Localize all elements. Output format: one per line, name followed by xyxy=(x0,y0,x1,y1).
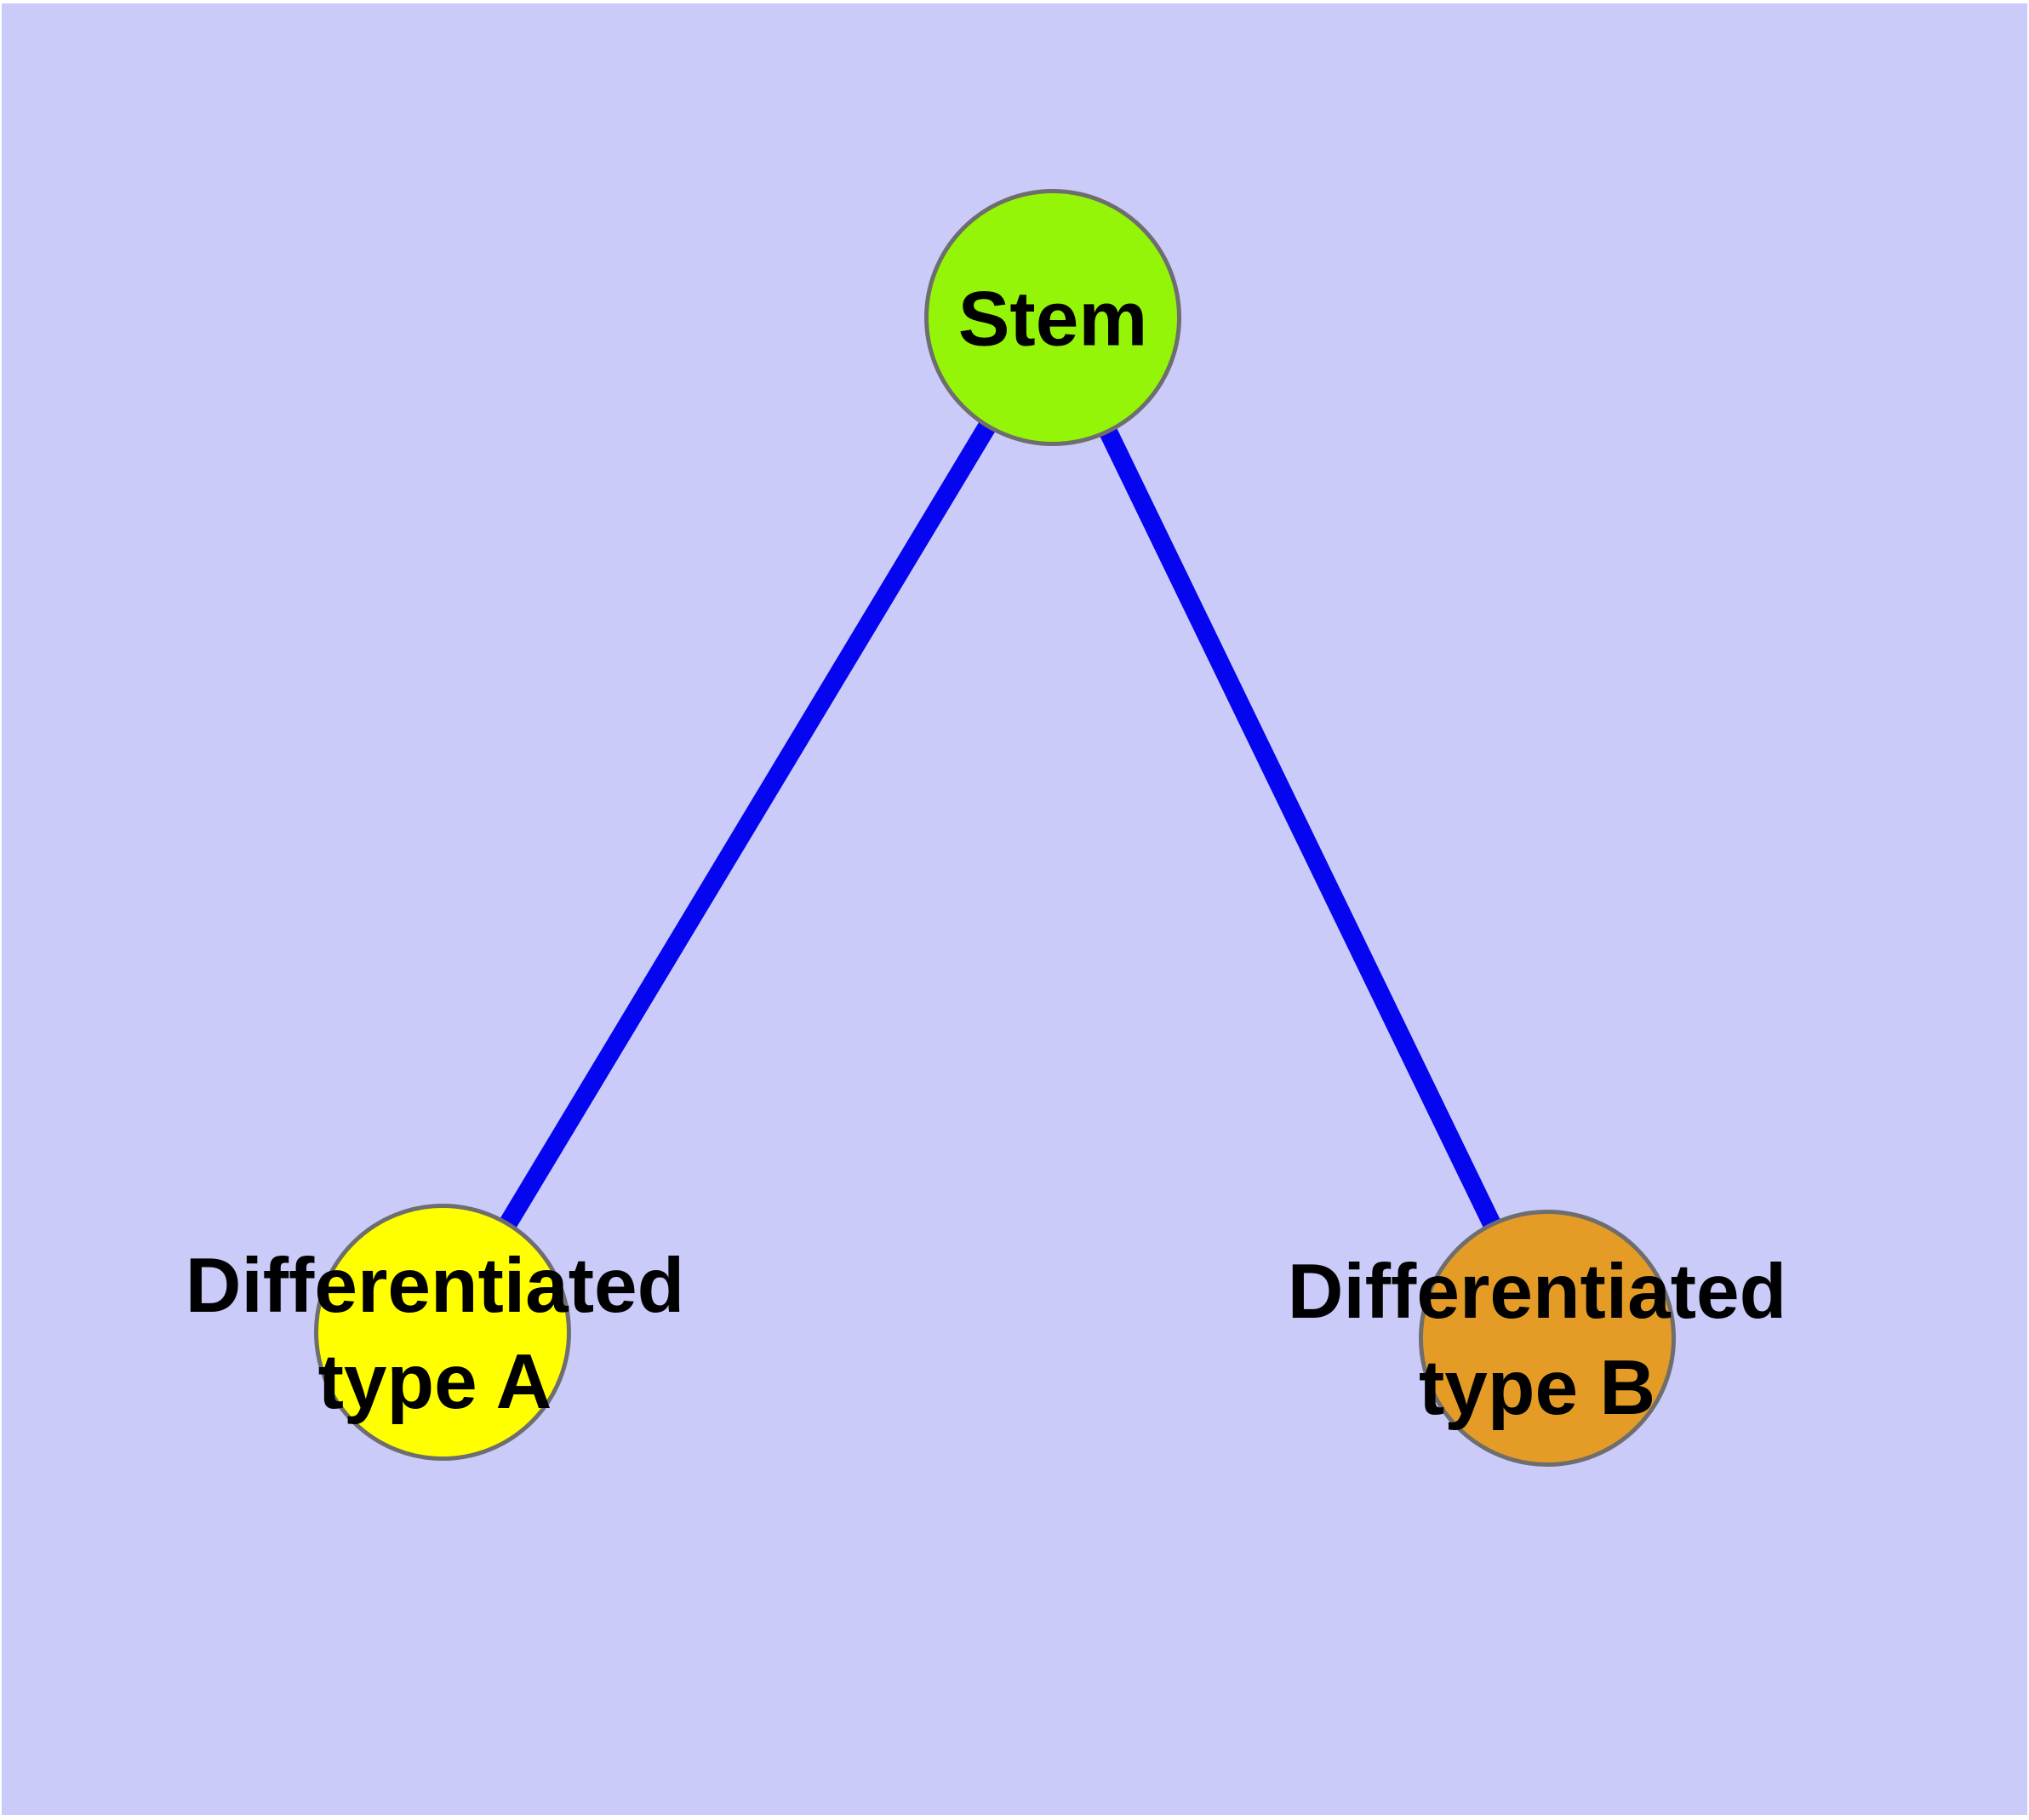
node-differentiated-type-b xyxy=(1419,1210,1676,1467)
node-differentiated-type-a xyxy=(314,1204,571,1461)
node-stem xyxy=(924,189,1181,446)
edge-stem-to-type-a xyxy=(434,312,1061,1337)
edge-stem-to-type-b xyxy=(1044,313,1556,1342)
